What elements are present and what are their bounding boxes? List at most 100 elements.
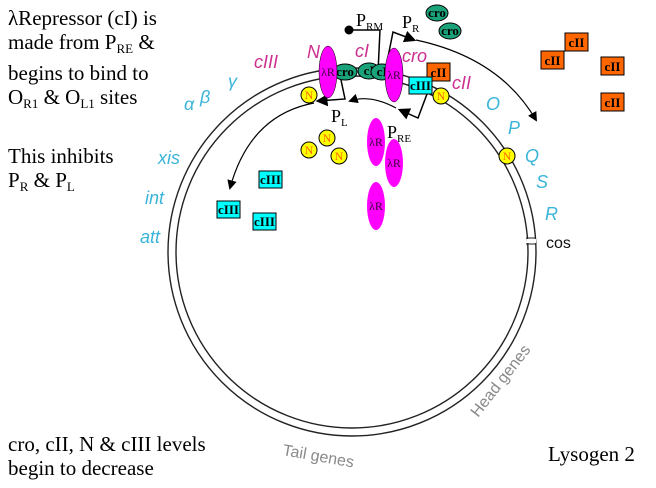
inhibits-line-2-a-sub: R — [19, 179, 29, 194]
intro-line-2-text: made from P — [8, 30, 117, 54]
svg-text:λR: λR — [321, 65, 335, 79]
inhibits-line-2-b-sub: L — [66, 179, 75, 194]
cII-bound: cII — [426, 62, 451, 82]
gene-alpha: α — [184, 94, 195, 114]
svg-text:cro: cro — [441, 23, 459, 38]
levels-line-1: cro, cII, N & cIII levels — [8, 432, 206, 456]
N-protein-free: N — [300, 141, 318, 159]
cIII-free: cIII — [258, 170, 283, 189]
svg-text:λR: λR — [387, 68, 401, 82]
N-protein-bound: N — [432, 87, 450, 105]
gene-O: O — [486, 94, 500, 114]
gene-cI: cI — [355, 41, 369, 61]
repressor-free: λR — [367, 118, 385, 166]
genome-inner-strand — [175, 75, 529, 429]
pre-label: PRE — [387, 122, 411, 145]
pl-label: PL — [331, 106, 348, 129]
pre-promoter: PRE — [348, 93, 428, 145]
svg-text:cro: cro — [336, 64, 354, 79]
intro-line-4-b-sub: L1 — [80, 96, 95, 111]
intro-line-4-mid: & O — [38, 85, 81, 109]
svg-text:λR: λR — [369, 135, 383, 149]
inhibits-line-1: This inhibits — [8, 144, 114, 168]
pr-label: PR — [402, 12, 420, 35]
cro-protein: cro — [438, 22, 462, 40]
gene-Q: Q — [525, 146, 539, 166]
inhibits-text: This inhibits PR & PL — [8, 144, 114, 199]
svg-text:λR: λR — [387, 156, 401, 170]
svg-text:λR: λR — [369, 199, 383, 213]
intro-line-2-sub: RE — [116, 41, 134, 56]
svg-text:cII: cII — [545, 53, 561, 68]
head-genes-label: Head genes — [468, 342, 535, 420]
intro-line-3: begins to bind to — [8, 61, 149, 85]
levels-text: cro, cII, N & cIII levels begin to decre… — [8, 432, 206, 480]
N-protein-free: N — [330, 147, 348, 165]
gene-gamma: γ — [228, 71, 238, 91]
genome-circle — [167, 67, 537, 437]
svg-text:cI: cI — [364, 63, 375, 78]
gene-R: R — [545, 204, 558, 224]
svg-text:cII: cII — [605, 95, 621, 110]
cIII-free: cIII — [216, 200, 241, 219]
cIII-free: cIII — [252, 212, 277, 231]
svg-text:N: N — [305, 143, 314, 157]
svg-text:N: N — [437, 89, 446, 103]
tail-genes-label: Tail genes — [281, 442, 355, 471]
gene-cIII: cIII — [254, 52, 278, 72]
svg-text:cIII: cIII — [254, 214, 275, 229]
svg-text:cII: cII — [605, 59, 621, 74]
intro-line-1: λRepressor (cI) is — [8, 6, 157, 30]
svg-text:N: N — [305, 88, 314, 102]
prm-label: PRM — [356, 10, 383, 33]
cro-protein: cro — [425, 4, 449, 22]
svg-text:cIII: cIII — [410, 78, 431, 93]
intro-line-4-post: sites — [94, 85, 138, 109]
cos-gap — [527, 239, 536, 243]
repressor-free: λR — [385, 139, 403, 187]
svg-text:cII: cII — [431, 65, 447, 80]
gene-N: N — [307, 42, 321, 62]
intro-line-4-a: O — [8, 85, 24, 109]
pre-transcript-arrow — [348, 93, 397, 109]
prm-line — [349, 29, 381, 73]
levels-line-2: begin to decrease — [8, 456, 154, 480]
cIII-bound: cIII — [408, 76, 433, 95]
gene-int: int — [145, 188, 165, 208]
gene-S: S — [536, 172, 548, 192]
N-protein-bound: N — [300, 86, 318, 104]
prm-promoter: PRM — [344, 10, 383, 73]
gene-cII: cII — [452, 73, 471, 93]
N-protein-free: N — [318, 129, 336, 147]
svg-text:cro: cro — [428, 5, 446, 20]
svg-text:cII: cII — [569, 35, 585, 50]
gene-P: P — [508, 118, 520, 138]
genome-outer-strand — [167, 67, 537, 437]
svg-text:cIII: cIII — [260, 172, 281, 187]
intro-line-4-a-sub: R1 — [23, 96, 39, 111]
intro-line-2-post: & — [133, 30, 155, 54]
gene-cro: cro — [402, 46, 427, 66]
repressor-free: λR — [367, 182, 385, 230]
cII-free: cII — [564, 32, 589, 52]
pre-arrow — [397, 93, 428, 120]
cII-free: cII — [600, 92, 625, 112]
gene-att: att — [140, 227, 161, 247]
pl-promoter: PL — [227, 79, 348, 190]
pr-transcript-arrow — [415, 39, 537, 122]
pl-arrow — [315, 79, 346, 107]
svg-text:cI: cI — [377, 64, 388, 79]
svg-text:N: N — [503, 149, 512, 163]
inhibits-line-2-mid: & P — [28, 168, 67, 192]
gene-beta: β — [199, 87, 210, 107]
inhibits-line-2-a: P — [8, 168, 20, 192]
cos-label: cos — [546, 235, 571, 252]
slide-label: Lysogen 2 — [548, 442, 635, 466]
cII-free: cII — [540, 50, 565, 70]
svg-text:N: N — [335, 149, 344, 163]
svg-text:N: N — [323, 131, 332, 145]
cII-free: cII — [600, 56, 625, 76]
intro-line-2: made from PRE & — [8, 30, 157, 61]
inhibits-line-2: PR & PL — [8, 168, 114, 199]
